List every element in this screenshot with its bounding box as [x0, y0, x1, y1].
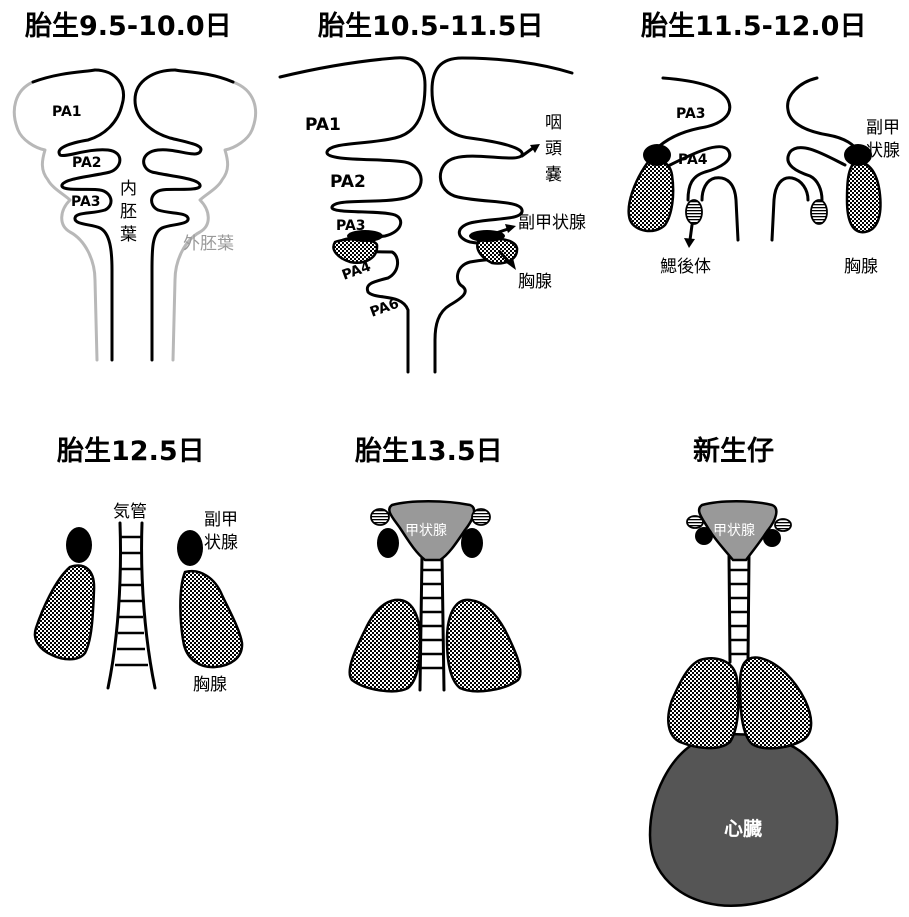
pouch-label-3: 嚢 — [545, 165, 562, 185]
trachea-wall-right — [142, 523, 155, 688]
panel-e11-5: 胎生11.5-12.0日 PA3 PA4 副甲 状腺 鰓後体 胸腺 — [629, 11, 900, 277]
panel-newborn: 新生仔 甲状腺 心臓 — [650, 435, 837, 906]
pouch-right-lower — [788, 148, 845, 200]
panel-title: 胎生10.5-11.5日 — [318, 11, 543, 42]
ultimobranchial-body-left — [687, 516, 703, 528]
pa1-label: PA1 — [305, 115, 341, 135]
pouch-label-1: 咽 — [545, 113, 562, 133]
pa3-label: PA3 — [336, 218, 366, 234]
pouch-right-upper — [788, 78, 858, 152]
ectoderm-top-left — [33, 70, 95, 82]
thymus-label: 胸腺 — [518, 272, 552, 292]
arrow-ultimobranchial — [690, 225, 692, 240]
thymus-left — [35, 566, 94, 660]
parathyroid-left — [643, 144, 671, 166]
thymus-primordium-left — [333, 239, 377, 262]
thymus-left — [629, 161, 673, 232]
parathyroid-label: 副甲状腺 — [518, 213, 586, 233]
parathyroid-label-2: 状腺 — [204, 533, 238, 553]
panel-title: 胎生9.5-10.0日 — [25, 11, 232, 42]
ectoderm-top-right — [175, 70, 233, 82]
panel-e12-5: 胎生12.5日 気管 副甲 状腺 胸腺 — [35, 436, 242, 695]
pouch-left-stem — [702, 178, 738, 240]
pa3-label: PA3 — [71, 194, 101, 210]
pharynx-left — [280, 58, 425, 372]
trachea-rings — [729, 570, 749, 654]
pa4-label: PA4 — [678, 152, 708, 168]
heart-label: 心臓 — [724, 818, 762, 840]
endoderm-label-1: 内 — [120, 179, 137, 199]
panel-title: 新生仔 — [693, 435, 774, 467]
thymus-right — [180, 571, 242, 667]
arrow-pouch — [522, 148, 533, 156]
ultimobranchial-body-left — [686, 200, 702, 224]
thymus-left — [350, 600, 420, 691]
trachea-label: 気管 — [113, 502, 147, 522]
thymus-left — [668, 658, 738, 748]
parathyroid-label-1: 副甲 — [866, 118, 900, 138]
panel-title: 胎生13.5日 — [355, 436, 503, 467]
panel-title: 胎生11.5-12.0日 — [641, 11, 866, 42]
arrow-head-ultimobranchial — [684, 238, 695, 248]
pa4-label: PA4 — [340, 259, 373, 284]
endoderm-label-2: 胚 — [120, 202, 137, 222]
panel-e13-5: 胎生13.5日 甲状腺 — [350, 436, 521, 691]
pa1-label: PA1 — [52, 104, 82, 120]
endoderm-label-3: 葉 — [120, 225, 137, 245]
trachea-wall-left — [420, 555, 422, 690]
parathyroid-right — [177, 530, 203, 566]
ultimobranchial-label: 鰓後体 — [660, 257, 711, 277]
thyroid-label: 甲状腺 — [713, 523, 755, 539]
thyroid-label: 甲状腺 — [405, 523, 447, 539]
pouch-label-2: 頭 — [545, 139, 562, 159]
parathyroid-left — [66, 527, 92, 563]
trachea-wall-left — [108, 523, 121, 688]
parathyroid-label-1: 副甲 — [204, 510, 238, 530]
pa2-label: PA2 — [330, 172, 366, 192]
thymus-right — [447, 600, 520, 691]
panel-title: 胎生12.5日 — [57, 436, 205, 467]
panel-e10-5: 胎生10.5-11.5日 PA1 PA2 PA3 PA4 PA6 咽 頭 嚢 副… — [280, 11, 586, 372]
arrow-head-parathyroid — [505, 224, 516, 233]
thymus-right — [847, 162, 880, 232]
ultimobranchial-body-right — [811, 200, 827, 224]
pa6-label: PA6 — [368, 296, 401, 321]
ultimobranchial-body-right — [775, 519, 791, 531]
parathyroid-left — [377, 528, 399, 558]
thymus-right — [740, 657, 811, 748]
ectoderm-outline-left — [14, 82, 97, 360]
trachea-rings — [420, 570, 444, 668]
thymus-label: 胸腺 — [193, 675, 227, 695]
pa2-label: PA2 — [72, 155, 102, 171]
ultimobranchial-body-left — [371, 509, 389, 525]
parathyroid-left — [695, 527, 713, 545]
parathyroid-label-2: 状腺 — [866, 141, 900, 161]
pa3-label: PA3 — [676, 106, 706, 122]
panel-e9-5: 胎生9.5-10.0日 PA1 PA2 PA3 内 胚 葉 外胚葉 — [14, 11, 255, 360]
pouch-right-stem — [772, 178, 808, 240]
endoderm-right — [135, 70, 201, 360]
thymus-label: 胸腺 — [844, 257, 878, 277]
ultimobranchial-body-right — [472, 509, 490, 525]
parathyroid-right — [461, 528, 483, 558]
trachea-wall-right — [442, 555, 444, 690]
parathyroid-right — [763, 529, 781, 547]
ectoderm-label: 外胚葉 — [183, 234, 234, 254]
